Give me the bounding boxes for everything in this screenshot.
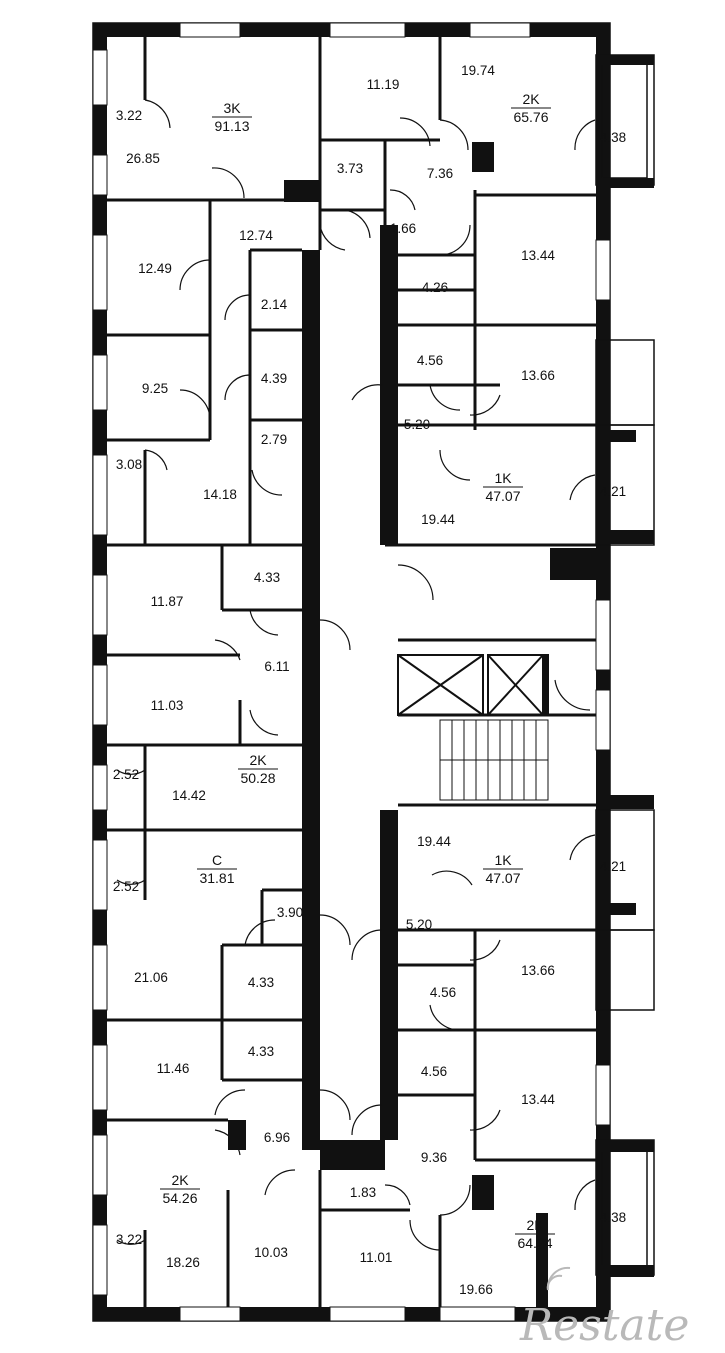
room-area: 2.14 bbox=[261, 297, 288, 312]
room-area: 3.22 bbox=[116, 1232, 142, 1247]
room-area: 11.46 bbox=[157, 1061, 190, 1076]
room-area: 4.38 bbox=[600, 1210, 626, 1225]
apartment-type: 2K bbox=[171, 1172, 189, 1188]
room-area: 4.21 bbox=[600, 859, 626, 874]
apartment-area: 50.28 bbox=[240, 770, 275, 786]
room-area: 3.90 bbox=[277, 905, 303, 920]
room-area: 11.01 bbox=[360, 1250, 393, 1265]
apartment-area: 64.24 bbox=[517, 1235, 552, 1251]
room-area: 13.44 bbox=[521, 1092, 555, 1107]
room-area: 4.33 bbox=[254, 570, 280, 585]
apartment-type: 1K bbox=[494, 470, 512, 486]
outer-boundary bbox=[92, 22, 611, 1322]
room-area: 21.06 bbox=[134, 970, 168, 985]
outer-walls bbox=[93, 23, 610, 1321]
room-area: 13.66 bbox=[521, 368, 555, 383]
apartment-type: 2K bbox=[249, 752, 267, 768]
room-area: 19.74 bbox=[461, 63, 495, 78]
room-area: 13.66 bbox=[521, 963, 555, 978]
apartment-type: 2K bbox=[526, 1217, 544, 1233]
corridor-walls bbox=[228, 142, 494, 1210]
room-area: 4.39 bbox=[261, 371, 287, 386]
room-area: 5.20 bbox=[406, 917, 432, 932]
door-swings bbox=[116, 99, 596, 1251]
room-area: 2.79 bbox=[261, 432, 287, 447]
room-area: 19.66 bbox=[459, 1282, 493, 1297]
windows bbox=[92, 22, 611, 1322]
staircase bbox=[439, 719, 549, 801]
apartment-type: C bbox=[212, 852, 222, 868]
room-area: 11.03 bbox=[151, 698, 184, 713]
room-area: 4.56 bbox=[430, 985, 456, 1000]
room-area: 26.85 bbox=[126, 151, 160, 166]
apartment-area: 31.81 bbox=[199, 870, 234, 886]
elevator-shafts bbox=[397, 654, 549, 716]
room-area: 3.73 bbox=[337, 161, 363, 176]
room-area: 6.11 bbox=[264, 659, 289, 674]
room-area: 12.74 bbox=[239, 228, 273, 243]
watermark-text: Restate bbox=[519, 1300, 689, 1351]
room-area: 4.38 bbox=[600, 130, 626, 145]
room-area: 6.96 bbox=[264, 1130, 290, 1145]
apartment-area: 91.13 bbox=[214, 118, 249, 134]
room-labels: 3.22 26.85 11.19 19.74 3.73 7.36 4.38 12… bbox=[113, 63, 626, 1297]
apartment-area: 47.07 bbox=[485, 488, 520, 504]
partitions bbox=[107, 37, 596, 1307]
room-area: 7.36 bbox=[427, 166, 453, 181]
room-area: 2.52 bbox=[113, 879, 139, 894]
room-area: 11.87 bbox=[151, 594, 184, 609]
apartment-area: 65.76 bbox=[513, 109, 548, 125]
room-area: 18.26 bbox=[166, 1255, 200, 1270]
room-area: 4.56 bbox=[417, 353, 443, 368]
apartment-labels: 3K 91.13 2K 65.76 1K 47.07 2K 50.28 C 31… bbox=[160, 91, 555, 1251]
room-area: 4.26 bbox=[422, 280, 448, 295]
room-area: 13.44 bbox=[521, 248, 555, 263]
room-area: 11.19 bbox=[367, 77, 400, 92]
room-area: 19.44 bbox=[417, 834, 451, 849]
watermark-logo: Restate bbox=[519, 1266, 689, 1351]
balcony-walls bbox=[550, 55, 654, 1277]
apartment-area: 47.07 bbox=[485, 870, 520, 886]
room-area: 4.33 bbox=[248, 975, 274, 990]
room-area: 1.83 bbox=[350, 1185, 376, 1200]
apartment-area: 54.26 bbox=[162, 1190, 197, 1206]
room-area: 12.49 bbox=[138, 261, 172, 276]
room-area: 14.42 bbox=[172, 788, 206, 803]
room-area: 10.03 bbox=[254, 1245, 288, 1260]
room-area: 3.22 bbox=[116, 108, 142, 123]
room-area: 19.44 bbox=[421, 512, 455, 527]
room-area: 9.25 bbox=[142, 381, 168, 396]
room-area: 5.20 bbox=[404, 417, 430, 432]
room-area: 4.56 bbox=[421, 1064, 447, 1079]
apartment-type: 1K bbox=[494, 852, 512, 868]
room-area: 2.52 bbox=[113, 767, 139, 782]
apartment-type: 2K bbox=[522, 91, 540, 107]
room-area: 14.18 bbox=[203, 487, 237, 502]
room-area: 3.08 bbox=[116, 457, 142, 472]
room-area: 1.66 bbox=[390, 221, 416, 236]
room-area: 4.33 bbox=[248, 1044, 274, 1059]
apartment-type: 3K bbox=[223, 100, 241, 116]
room-area: 9.36 bbox=[421, 1150, 447, 1165]
room-area: 4.21 bbox=[600, 484, 626, 499]
balconies bbox=[595, 54, 655, 1276]
